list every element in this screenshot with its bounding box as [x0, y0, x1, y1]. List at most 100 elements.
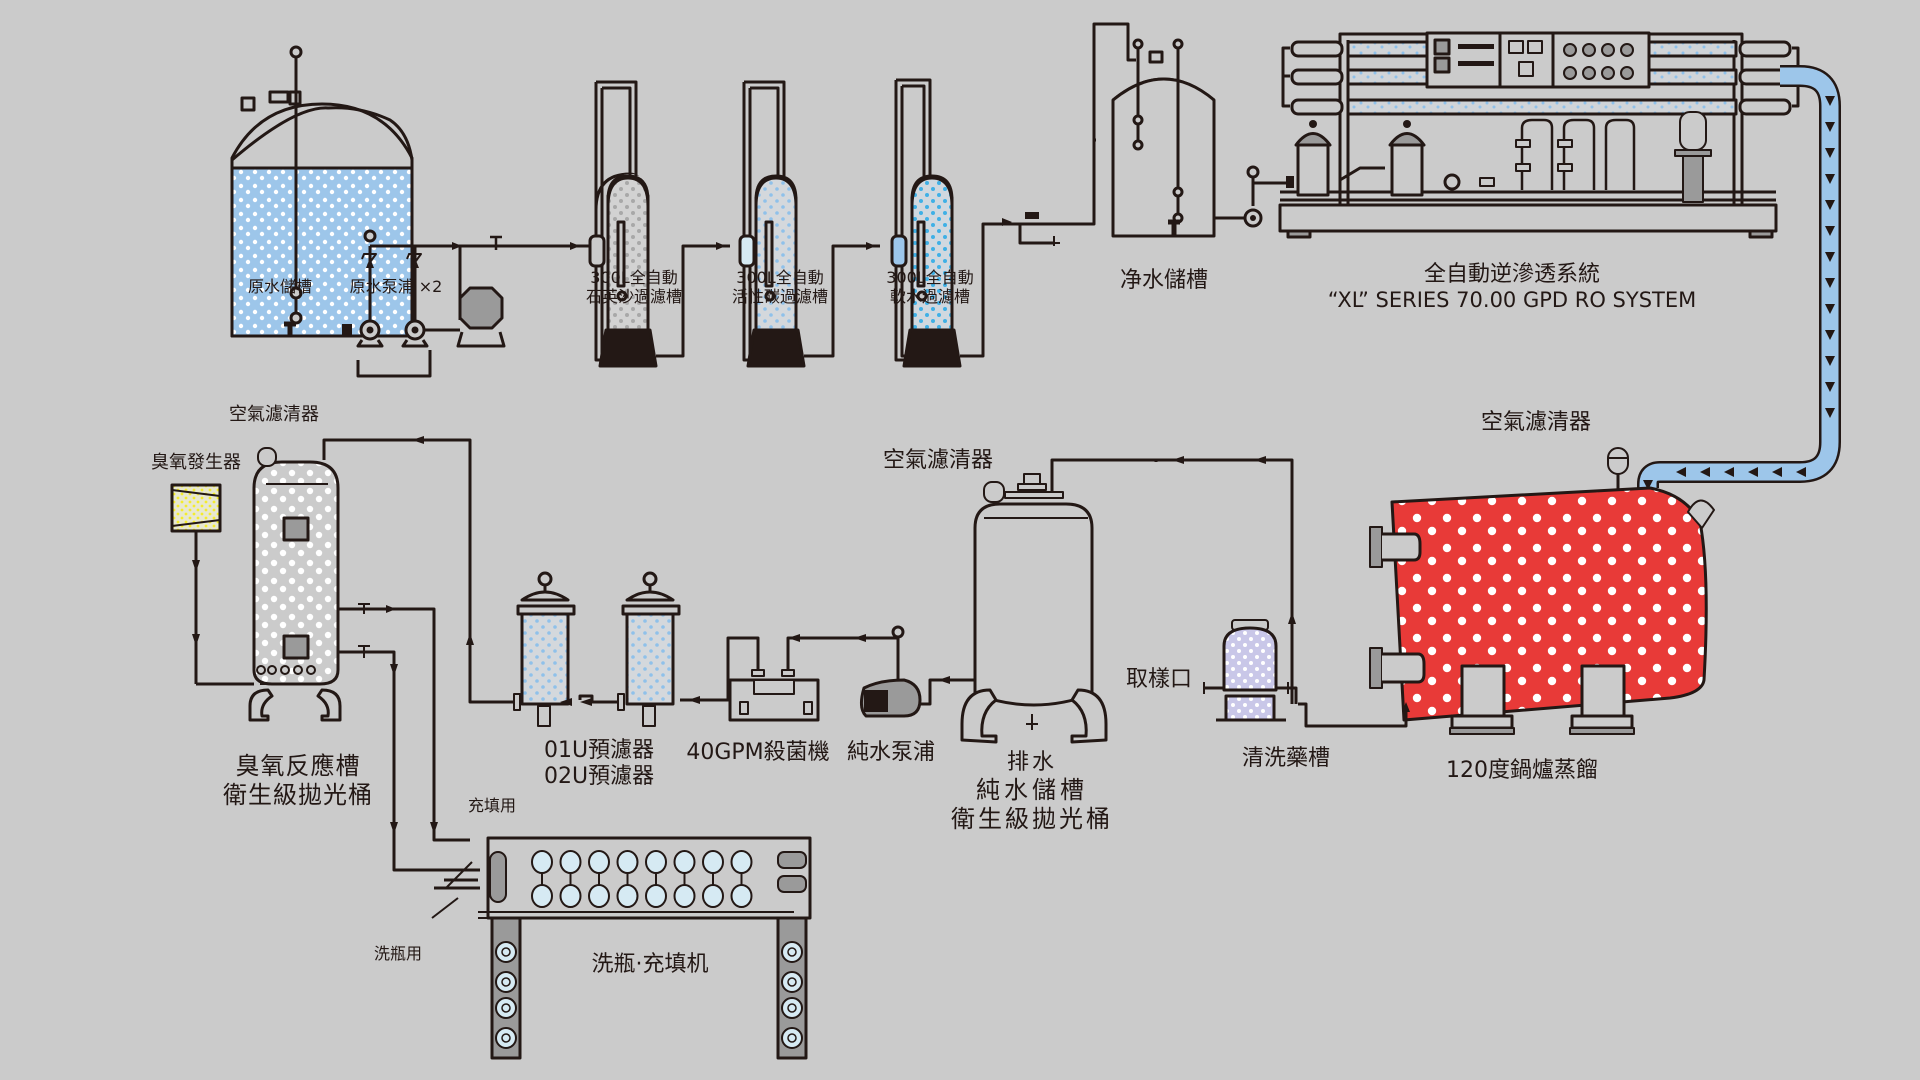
- flow-arrow-icon: [430, 822, 438, 834]
- label-ozone-tank: 臭氧反應槽 衛生級拋光桶: [223, 752, 373, 810]
- flow-arrow-icon: [1825, 96, 1835, 106]
- label-clean-water-tank: 净水儲槽: [1119, 268, 1209, 293]
- flow-arrow-icon: [1002, 218, 1012, 226]
- label-line: 02U預濾器: [544, 764, 655, 790]
- label-line: 石英沙過濾槽: [585, 287, 683, 307]
- flow-arrows: [192, 218, 1410, 834]
- roller-icon: [495, 971, 517, 993]
- label-line: 活性碳過濾槽: [731, 287, 829, 307]
- flow-arrow-icon: [386, 605, 396, 613]
- flow-arrow-icon: [560, 698, 572, 706]
- softener-filter: [890, 78, 1096, 368]
- roller-icon: [781, 971, 803, 993]
- flow-arrow-icon: [788, 634, 800, 642]
- label-raw-water-tank: 原水儲槽: [247, 277, 313, 296]
- label-filling: 充填用: [467, 796, 517, 815]
- raw-water-pumps: [342, 229, 578, 378]
- bottle-icon: [531, 884, 553, 908]
- flow-arrow-icon: [366, 258, 374, 268]
- label-line: 臭氧反應槽: [235, 752, 361, 780]
- flow-arrow-icon: [1288, 612, 1296, 624]
- roller-icon: [495, 941, 517, 963]
- label-line: 300L全自動: [736, 268, 824, 287]
- label-line: “XL” SERIES 70.00 GPD RO SYSTEM: [1327, 288, 1697, 313]
- flow-arrow-icon: [390, 664, 398, 676]
- flow-arrow-icon: [192, 634, 200, 646]
- flow-arrow-icon: [1825, 304, 1835, 314]
- flow-arrow-icon: [390, 822, 398, 834]
- label-boiler-air-filter: 空氣濾清器: [1480, 410, 1592, 435]
- label-line: 01U預濾器: [544, 738, 655, 763]
- flow-arrow-icon: [1643, 480, 1653, 490]
- label-raw-water-pump: 原水泵浦 ×2: [349, 277, 443, 296]
- roller-icon: [781, 997, 803, 1019]
- uv-sterilizer: [686, 636, 820, 722]
- bottle-icon: [559, 884, 582, 908]
- flow-arrow-icon: [1825, 278, 1835, 288]
- bottle-icon: [531, 850, 553, 874]
- label-line: 300L全自動: [886, 268, 974, 287]
- label-ozone-generator: 臭氧發生器: [151, 452, 241, 473]
- label-prefilters: 01U預濾器 02U預濾器: [544, 738, 654, 791]
- bottle-icon: [645, 884, 667, 908]
- label-carbon-filter: 300L全自動 活性碳過濾槽: [732, 268, 828, 306]
- label-sand-filter: 300L全自動 石英沙過濾槽: [586, 268, 682, 306]
- cartridge-prefilters: [322, 438, 686, 727]
- label-sterilizer: 40GPM殺菌機: [686, 740, 830, 765]
- label-sampling-port: 取樣口: [1126, 667, 1193, 692]
- flow-arrow-icon: [1254, 456, 1266, 464]
- flow-arrow-icon: [1676, 467, 1686, 477]
- bottle-icon: [559, 850, 582, 874]
- sand-filter: [578, 80, 730, 368]
- bottle-icon: [616, 850, 639, 874]
- clean-water-tank: [1092, 22, 1294, 238]
- label-ro-system: 全自動逆滲透系統 “XL” SERIES 70.00 GPD RO SYSTEM: [1328, 262, 1697, 314]
- flow-arrow-icon: [411, 258, 419, 268]
- pure-water-tank: [860, 458, 1156, 744]
- bottle-icon: [702, 884, 724, 908]
- label-ozone-air-filter: 空氣濾清器: [229, 404, 319, 425]
- label-line: 全自動逆滲透系統: [1423, 262, 1601, 287]
- flow-arrow-icon: [1825, 382, 1835, 392]
- label-washing: 洗瓶用: [373, 944, 423, 963]
- flow-arrow-icon: [1825, 330, 1835, 340]
- bottle-icon: [702, 850, 724, 874]
- flow-arrow-icon: [1825, 356, 1835, 366]
- flow-arrow-icon: [716, 242, 726, 250]
- ro-system: [1278, 31, 1814, 239]
- flow-arrow-icon: [1796, 467, 1806, 477]
- bottle-icon: [588, 850, 610, 874]
- bottle-icon: [588, 884, 610, 908]
- label-line: 排水: [1006, 750, 1057, 775]
- flow-arrow-icon: [1825, 174, 1835, 184]
- bottle-icon: [645, 850, 667, 874]
- roller-icon: [781, 1027, 803, 1049]
- bottle-icon: [616, 884, 639, 908]
- roller-icon: [781, 941, 803, 963]
- label-pure-water-tank: 排水 純水儲槽 衛生級拋光桶: [951, 750, 1113, 834]
- boiler: [1369, 447, 1715, 735]
- flow-arrow-icon: [580, 698, 592, 706]
- flow-arrow-icon: [866, 242, 876, 250]
- roller-icon: [495, 997, 517, 1019]
- carbon-filter: [738, 80, 880, 368]
- roller-icon: [495, 1027, 517, 1049]
- flow-arrow-icon: [1825, 226, 1835, 236]
- flow-arrow-icon: [1772, 467, 1782, 477]
- label-line: 300L全自動: [590, 268, 678, 287]
- label-pure-water-pump: 純水泵浦: [846, 740, 936, 765]
- label-line: 軟水過濾槽: [889, 287, 970, 307]
- cleaning-tank: [1154, 458, 1408, 728]
- flow-arrow-icon: [452, 242, 462, 250]
- label-boiler: 120度鍋爐蒸餾: [1446, 758, 1598, 783]
- flow-arrow-icon: [192, 560, 200, 572]
- flow-arrow-icon: [1172, 456, 1184, 464]
- flow-arrow-icon: [1724, 467, 1734, 477]
- label-softener: 300L全自動 軟水過濾槽: [886, 268, 973, 306]
- filling-machine: [431, 836, 812, 1060]
- flow-arrow-icon: [570, 242, 580, 250]
- flow-arrow-icon: [688, 696, 700, 704]
- flow-arrow-icon: [1402, 702, 1410, 712]
- flow-arrow-icon: [412, 436, 424, 444]
